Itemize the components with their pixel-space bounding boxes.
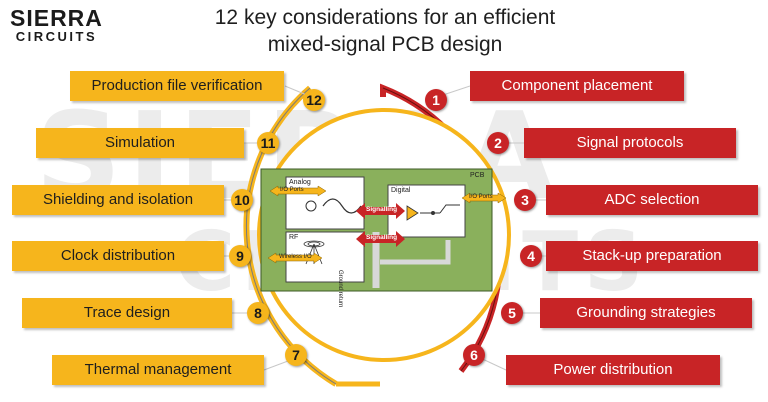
digital-square-wave — [439, 204, 460, 214]
wireless-label: Wireless I/O — [279, 254, 312, 260]
io-left-arrow — [269, 185, 327, 197]
item-simulation: Simulation — [36, 128, 244, 158]
number-badge-9: 9 — [229, 245, 251, 267]
digital-node — [431, 211, 435, 215]
item-production-file-verification: Production file verification — [70, 71, 284, 101]
number-badge-12: 12 — [303, 89, 325, 111]
signalling-top-arrow — [356, 203, 405, 219]
rf-label: RF — [289, 234, 299, 241]
number-badge-4: 4 — [520, 245, 542, 267]
item-adc-selection: ADC selection — [546, 185, 758, 215]
number-badge-5: 5 — [501, 302, 523, 324]
item-power-distribution: Power distribution — [506, 355, 720, 385]
brand-line1: SIERRA — [10, 5, 103, 31]
signalling-bottom-label: Signalling — [366, 234, 398, 241]
item-stack-up-preparation: Stack-up preparation — [546, 241, 758, 271]
io-left-label: I/O Ports — [280, 187, 304, 193]
pcb-board-label: PCB — [470, 172, 485, 179]
item-component-placement: Component placement — [470, 71, 684, 101]
ground-trace-horizontal — [380, 240, 451, 265]
item-shielding-and-isolation: Shielding and isolation — [12, 185, 224, 215]
page-title: 12 key considerations for an efficient m… — [180, 4, 590, 58]
number-badge-6: 6 — [463, 344, 485, 366]
number-badge-3: 3 — [514, 189, 536, 211]
title-line1: 12 key considerations for an efficient — [214, 6, 556, 29]
digital-label: Digital — [391, 187, 411, 194]
title-line2: mixed-signal PCB design — [267, 33, 503, 56]
item-clock-distribution: Clock distribution — [12, 241, 224, 271]
signalling-top-label: Signalling — [366, 206, 398, 213]
number-badge-11: 11 — [257, 132, 279, 154]
io-right-label: I/O Ports — [469, 194, 493, 200]
analog-op-symbol — [305, 200, 317, 212]
number-badge-7: 7 — [285, 344, 307, 366]
item-grounding-strategies: Grounding strategies — [540, 298, 752, 328]
analog-label: Analog — [289, 179, 311, 186]
signalling-bottom-arrow — [356, 231, 405, 247]
number-badge-2: 2 — [487, 132, 509, 154]
ground-return-label: Ground return — [337, 270, 343, 308]
item-signal-protocols: Signal protocols — [524, 128, 736, 158]
io-right-arrow — [461, 192, 507, 204]
wireless-arrow — [267, 252, 323, 264]
item-thermal-management: Thermal management — [52, 355, 264, 385]
number-badge-10: 10 — [231, 189, 253, 211]
item-trace-design: Trace design — [22, 298, 232, 328]
analog-sine-wave — [322, 198, 362, 214]
brand-logo: SIERRA CIRCUITS — [10, 6, 103, 44]
number-badge-8: 8 — [247, 302, 269, 324]
brand-line2: CIRCUITS — [15, 29, 98, 44]
number-badge-1: 1 — [425, 89, 447, 111]
digital-buffer-symbol — [406, 205, 419, 221]
